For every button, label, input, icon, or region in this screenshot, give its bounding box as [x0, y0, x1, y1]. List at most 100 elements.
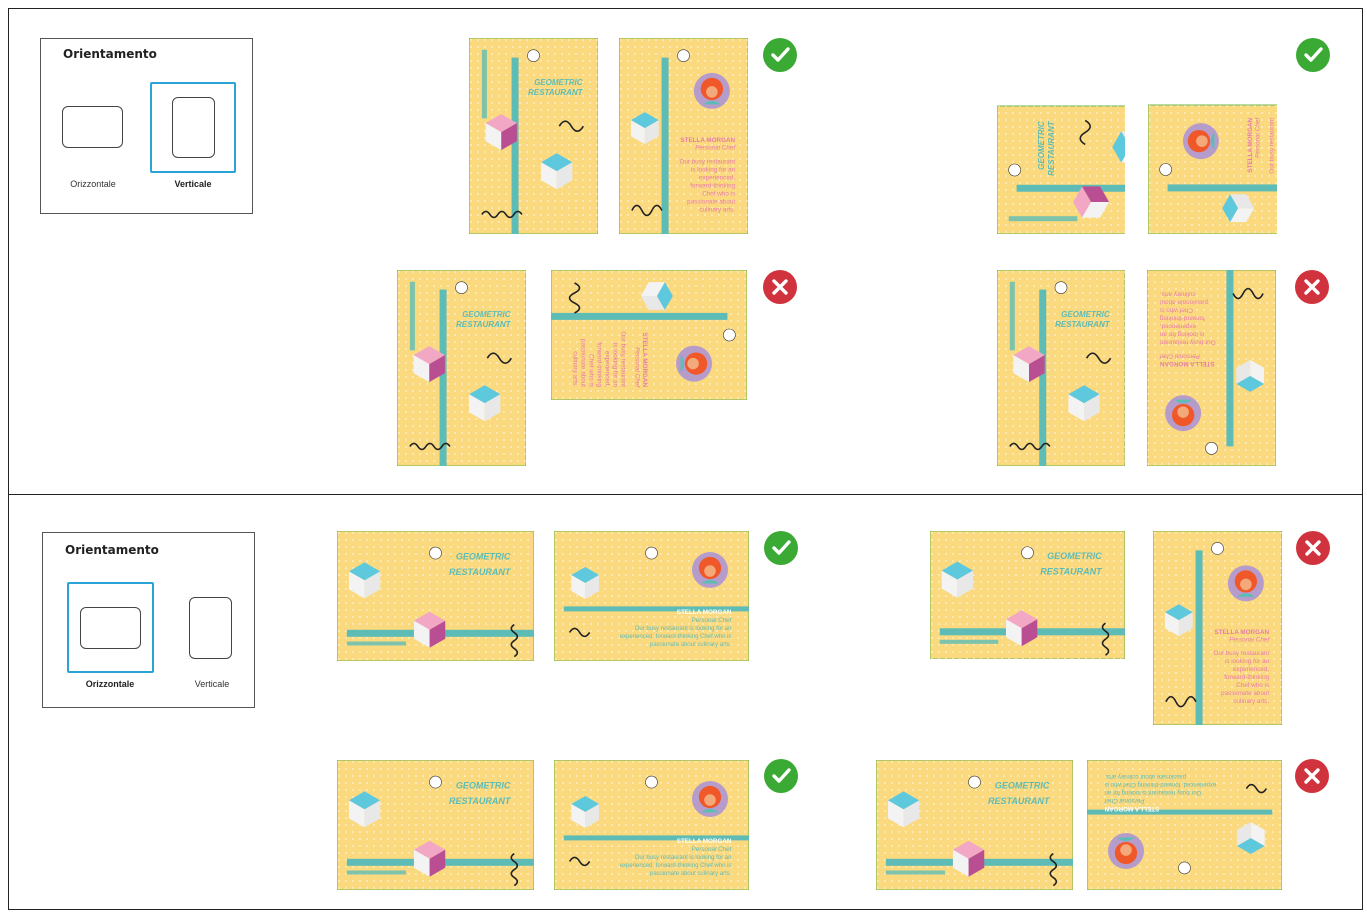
business-card-front: GEOMETRIC RESTAURANT	[876, 760, 1073, 890]
business-card-back: STELLA MORGAN Personal Chef Our busy res…	[619, 38, 748, 234]
svg-text:RESTAURANT: RESTAURANT	[449, 567, 512, 577]
business-card-front: GEOMETRIC RESTAURANT	[337, 531, 534, 661]
svg-text:experienced, forward-thinking: experienced, forward-thinking Chef who i…	[1105, 781, 1217, 787]
svg-text:RESTAURANT: RESTAURANT	[456, 320, 512, 329]
svg-text:experienced,: experienced,	[699, 174, 735, 181]
svg-text:RESTAURANT: RESTAURANT	[1040, 567, 1103, 577]
svg-text:forward-thinking: forward-thinking	[690, 182, 735, 189]
business-card-back: STELLA MORGAN Personal Chef Our busy res…	[1148, 38, 1277, 234]
orientation-panel: Orientamento Orizzontale Verticale	[42, 532, 255, 708]
option-verticale-label: Verticale	[194, 679, 230, 689]
svg-text:experienced,: experienced,	[604, 351, 611, 387]
svg-text:GEOMETRIC: GEOMETRIC	[1061, 310, 1110, 319]
option-orizzontale[interactable]	[67, 582, 154, 673]
svg-text:Our busy restaurant: Our busy restaurant	[679, 158, 735, 165]
svg-text:forward-thinking: forward-thinking	[1159, 315, 1204, 322]
svg-text:STELLA MORGAN: STELLA MORGAN	[1104, 805, 1159, 812]
svg-text:passionate about culinary arts: passionate about culinary arts.	[1104, 773, 1186, 779]
svg-text:RESTAURANT: RESTAURANT	[1055, 320, 1111, 329]
svg-text:STELLA MORGAN: STELLA MORGAN	[677, 838, 732, 845]
svg-text:Chef who is: Chef who is	[1160, 307, 1193, 314]
business-card-back: STELLA MORGAN Personal Chef Our busy res…	[1087, 760, 1282, 890]
svg-text:passionate about: passionate about	[1221, 690, 1269, 697]
svg-text:Chef who is: Chef who is	[702, 190, 735, 197]
svg-text:Our busy restaurant: Our busy restaurant	[1213, 650, 1269, 657]
svg-text:passionate about culinary arts: passionate about culinary arts.	[650, 642, 732, 648]
svg-text:culinary arts.: culinary arts.	[572, 351, 579, 387]
option-orizzontale-label: Orizzontale	[85, 679, 135, 689]
svg-text:passionate about: passionate about	[580, 339, 587, 387]
svg-text:forward-thinking: forward-thinking	[1224, 674, 1269, 681]
svg-text:GEOMETRIC: GEOMETRIC	[456, 552, 511, 562]
option-verticale[interactable]	[173, 585, 253, 665]
option-verticale[interactable]	[150, 82, 236, 173]
svg-text:Personal Chef: Personal Chef	[1255, 117, 1262, 158]
svg-text:RESTAURANT: RESTAURANT	[449, 796, 512, 806]
svg-text:STELLA MORGAN: STELLA MORGAN	[677, 609, 732, 616]
svg-text:Chef who is: Chef who is	[1236, 682, 1269, 689]
option-orizzontale-label: Orizzontale	[70, 179, 116, 189]
svg-text:Personal Chef: Personal Chef	[1103, 797, 1144, 804]
orientation-panel: Orientamento Orizzontale Verticale	[40, 38, 253, 214]
svg-text:STELLA MORGAN: STELLA MORGAN	[1214, 629, 1269, 636]
svg-text:RESTAURANT: RESTAURANT	[1047, 120, 1056, 176]
svg-text:GEOMETRIC: GEOMETRIC	[462, 310, 511, 319]
svg-text:forward-thinking: forward-thinking	[596, 342, 603, 387]
svg-text:Our busy restaurant: Our busy restaurant	[1268, 118, 1275, 174]
cross-icon	[1296, 531, 1330, 565]
cross-icon	[1295, 759, 1329, 793]
panel-title: Orientamento	[65, 543, 159, 557]
svg-text:Personal Chef: Personal Chef	[633, 347, 640, 388]
svg-text:RESTAURANT: RESTAURANT	[988, 796, 1051, 806]
svg-text:experienced, forward-thinking: experienced, forward-thinking Chef who i…	[620, 863, 732, 869]
business-card-back: STELLA MORGAN Personal Chef Our busy res…	[554, 760, 749, 890]
svg-text:Personal Chef: Personal Chef	[692, 617, 733, 624]
svg-text:Our busy restaurant: Our busy restaurant	[1160, 339, 1216, 346]
panel-title: Orientamento	[63, 47, 157, 61]
svg-text:GEOMETRIC: GEOMETRIC	[534, 78, 583, 87]
svg-text:passionate about: passionate about	[687, 198, 735, 205]
svg-text:STELLA MORGAN: STELLA MORGAN	[641, 332, 648, 387]
svg-text:culinary arts.: culinary arts.	[699, 206, 735, 213]
business-card-front: GEOMETRIC RESTAURANT	[469, 38, 598, 234]
svg-text:STELLA MORGAN: STELLA MORGAN	[1247, 117, 1254, 172]
svg-text:is looking for an: is looking for an	[1276, 117, 1277, 162]
svg-text:Personal Chef: Personal Chef	[692, 846, 733, 853]
svg-text:Our busy restaurant is looking: Our busy restaurant is looking for an	[635, 855, 732, 861]
business-card-front: GEOMETRIC RESTAURANT	[997, 38, 1125, 234]
svg-text:experienced,: experienced,	[1160, 323, 1196, 330]
svg-text:GEOMETRIC: GEOMETRIC	[1037, 121, 1046, 170]
svg-text:experienced,: experienced,	[1233, 666, 1269, 673]
check-icon	[763, 38, 797, 72]
svg-text:culinary arts.: culinary arts.	[1233, 698, 1269, 705]
option-verticale-label: Verticale	[174, 179, 212, 189]
business-card-back: STELLA MORGAN Personal Chef Our busy res…	[1153, 531, 1282, 725]
svg-text:Our busy restaurant is looking: Our busy restaurant is looking for an	[635, 626, 732, 632]
cross-icon	[1295, 270, 1329, 304]
check-icon	[764, 759, 798, 793]
business-card-front: GEOMETRIC RESTAURANT	[997, 270, 1125, 466]
business-card-back: STELLA MORGAN Personal Chef Our busy res…	[551, 270, 747, 400]
option-orizzontale[interactable]	[53, 94, 133, 154]
check-icon	[764, 531, 798, 565]
cross-icon	[763, 270, 797, 304]
svg-text:is looking for an: is looking for an	[1159, 331, 1204, 338]
svg-text:RESTAURANT: RESTAURANT	[528, 88, 584, 97]
business-card-front: GEOMETRIC RESTAURANT	[337, 760, 534, 890]
check-icon	[1296, 38, 1330, 72]
business-card-back: STELLA MORGAN Personal Chef Our busy res…	[554, 531, 749, 661]
svg-text:Personal Chef: Personal Chef	[695, 145, 736, 152]
svg-text:Our busy restaurant: Our busy restaurant	[620, 331, 627, 387]
svg-text:GEOMETRIC: GEOMETRIC	[1047, 551, 1102, 561]
svg-text:is looking for an: is looking for an	[691, 166, 736, 173]
svg-text:Personal Chef: Personal Chef	[1159, 352, 1200, 359]
business-card-back: STELLA MORGAN Personal Chef Our busy res…	[1147, 270, 1276, 466]
svg-text:GEOMETRIC: GEOMETRIC	[456, 781, 511, 791]
business-card-front: GEOMETRIC RESTAURANT	[397, 270, 526, 466]
svg-text:STELLA MORGAN: STELLA MORGAN	[1159, 360, 1214, 367]
svg-text:is looking for an: is looking for an	[1225, 658, 1270, 665]
svg-text:experienced, forward-thinking: experienced, forward-thinking Chef who i…	[620, 634, 732, 640]
business-card-front: GEOMETRIC RESTAURANT	[930, 531, 1125, 659]
svg-text:is looking for an: is looking for an	[612, 343, 619, 388]
svg-text:STELLA MORGAN: STELLA MORGAN	[680, 137, 735, 144]
